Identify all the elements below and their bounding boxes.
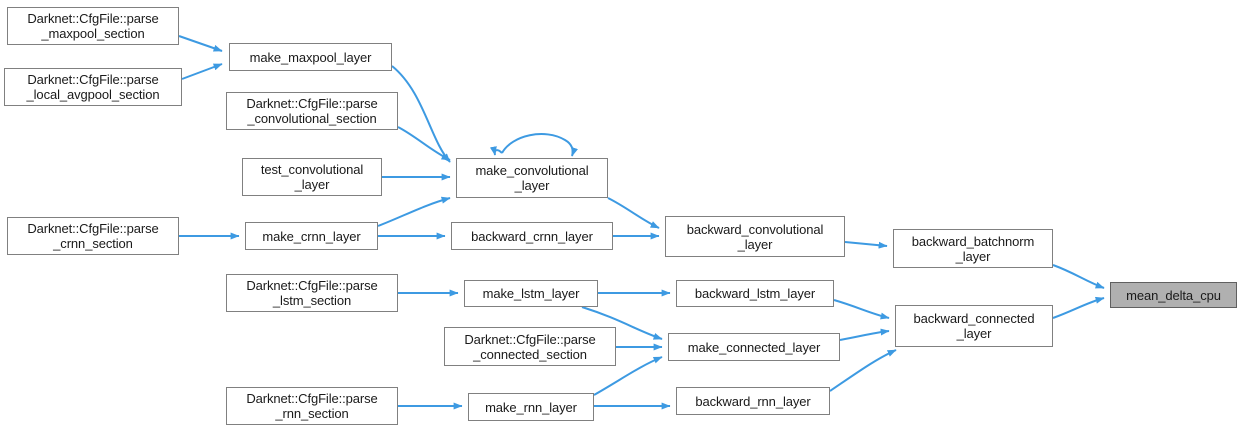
- node-label: backward_convolutional _layer: [686, 221, 824, 252]
- node-make_lstm_layer[interactable]: make_lstm_layer: [464, 280, 598, 307]
- node-label: Darknet::CfgFile::parse _connected_secti…: [464, 331, 596, 362]
- node-backward_rnn_layer[interactable]: backward_rnn_layer: [676, 387, 830, 415]
- edge-make_maxpool_layer-to-make_convolutional_layer: [391, 65, 451, 163]
- node-parse_lstm_section[interactable]: Darknet::CfgFile::parse _lstm_section: [226, 274, 398, 312]
- edge-backward_connected_layer-to-mean_delta_cpu: [1052, 296, 1105, 319]
- node-label: Darknet::CfgFile::parse _local_avgpool_s…: [26, 72, 160, 102]
- node-label: backward_connected _layer: [913, 311, 1035, 341]
- node-label: mean_delta_cpu: [1126, 287, 1221, 303]
- edge-backward_batchnorm_layer-to-mean_delta_cpu: [1052, 264, 1105, 289]
- edge-parse_local_avgpool_section-to-make_maxpool_layer: [181, 63, 223, 80]
- node-backward_batchnorm_layer[interactable]: backward_batchnorm _layer: [893, 229, 1053, 268]
- node-label: make_connected_layer: [687, 339, 821, 355]
- node-make_crnn_layer[interactable]: make_crnn_layer: [245, 222, 378, 250]
- node-parse_rnn_section[interactable]: Darknet::CfgFile::parse _rnn_section: [226, 387, 398, 425]
- node-parse_convolutional_section[interactable]: Darknet::CfgFile::parse _convolutional_s…: [226, 92, 398, 130]
- node-test_convolutional_layer[interactable]: test_convolutional _layer: [242, 158, 382, 196]
- node-label: backward_crnn_layer: [471, 228, 593, 244]
- node-label: make_crnn_layer: [262, 228, 361, 244]
- node-make_rnn_layer[interactable]: make_rnn_layer: [468, 393, 594, 421]
- edge-parse_maxpool_section-to-make_maxpool_layer: [178, 35, 223, 52]
- node-make_convolutional_layer[interactable]: make_convolutional _layer: [456, 158, 608, 198]
- edge-parse_convolutional_section-to-make_convolutional_layer: [397, 126, 451, 161]
- node-label: Darknet::CfgFile::parse _maxpool_section: [27, 11, 159, 41]
- node-label: backward_batchnorm _layer: [911, 233, 1035, 264]
- node-parse_maxpool_section[interactable]: Darknet::CfgFile::parse _maxpool_section: [7, 7, 179, 45]
- edge-make_convolutional_layer-to-make_convolutional_layer: [501, 133, 578, 157]
- edge-backward_convolutional_layer-to-backward_batchnorm_layer: [844, 241, 888, 249]
- node-make_connected_layer[interactable]: make_connected_layer: [668, 333, 840, 361]
- node-backward_lstm_layer[interactable]: backward_lstm_layer: [676, 280, 834, 307]
- edge-make_convolutional_layer-to-backward_convolutional_layer: [607, 197, 660, 229]
- node-label: Darknet::CfgFile::parse _crnn_section: [27, 221, 159, 251]
- node-label: make_rnn_layer: [485, 399, 577, 415]
- node-label: backward_lstm_layer: [694, 286, 816, 301]
- edge-selfloop-tail: [489, 146, 503, 156]
- node-label: make_convolutional _layer: [475, 163, 589, 193]
- node-label: Darknet::CfgFile::parse _convolutional_s…: [246, 96, 378, 126]
- edge-make_crnn_layer-to-make_convolutional_layer: [377, 196, 451, 227]
- edge-backward_lstm_layer-to-backward_connected_layer: [833, 299, 890, 320]
- node-label: Darknet::CfgFile::parse _lstm_section: [246, 278, 378, 308]
- node-parse_local_avgpool_section[interactable]: Darknet::CfgFile::parse _local_avgpool_s…: [4, 68, 182, 106]
- node-parse_crnn_section[interactable]: Darknet::CfgFile::parse _crnn_section: [7, 217, 179, 255]
- node-make_maxpool_layer[interactable]: make_maxpool_layer: [229, 43, 392, 71]
- edge-make_connected_layer-to-backward_connected_layer: [839, 328, 890, 341]
- node-backward_crnn_layer[interactable]: backward_crnn_layer: [451, 222, 613, 250]
- node-backward_connected_layer[interactable]: backward_connected _layer: [895, 305, 1053, 347]
- node-mean_delta_cpu[interactable]: mean_delta_cpu: [1110, 282, 1237, 308]
- node-label: make_lstm_layer: [482, 286, 580, 301]
- node-backward_convolutional_layer[interactable]: backward_convolutional _layer: [665, 216, 845, 257]
- node-label: make_maxpool_layer: [249, 49, 372, 65]
- node-label: Darknet::CfgFile::parse _rnn_section: [246, 391, 378, 421]
- node-parse_connected_section[interactable]: Darknet::CfgFile::parse _connected_secti…: [444, 327, 616, 366]
- node-label: backward_rnn_layer: [695, 393, 811, 409]
- node-label: test_convolutional _layer: [260, 162, 364, 192]
